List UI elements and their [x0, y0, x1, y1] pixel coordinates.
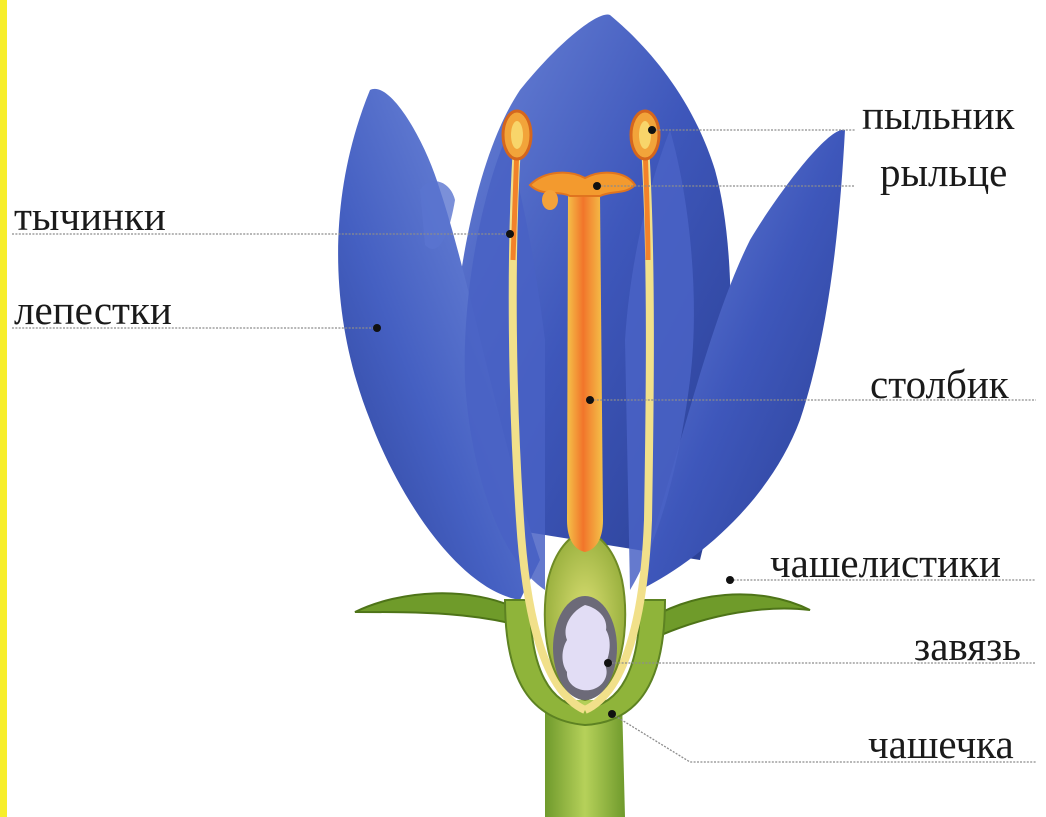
label-calyx: чашечка [868, 724, 1014, 765]
label-stamens: тычинки [14, 196, 166, 237]
label-anther: пыльник [862, 95, 1014, 136]
label-ovary: завязь [914, 626, 1021, 667]
label-stigma: рыльце [880, 152, 1007, 193]
style [567, 195, 603, 552]
label-style: столбик [870, 364, 1009, 405]
label-sepals: чашелистики [770, 543, 1001, 584]
label-petals: лепестки [14, 290, 172, 331]
